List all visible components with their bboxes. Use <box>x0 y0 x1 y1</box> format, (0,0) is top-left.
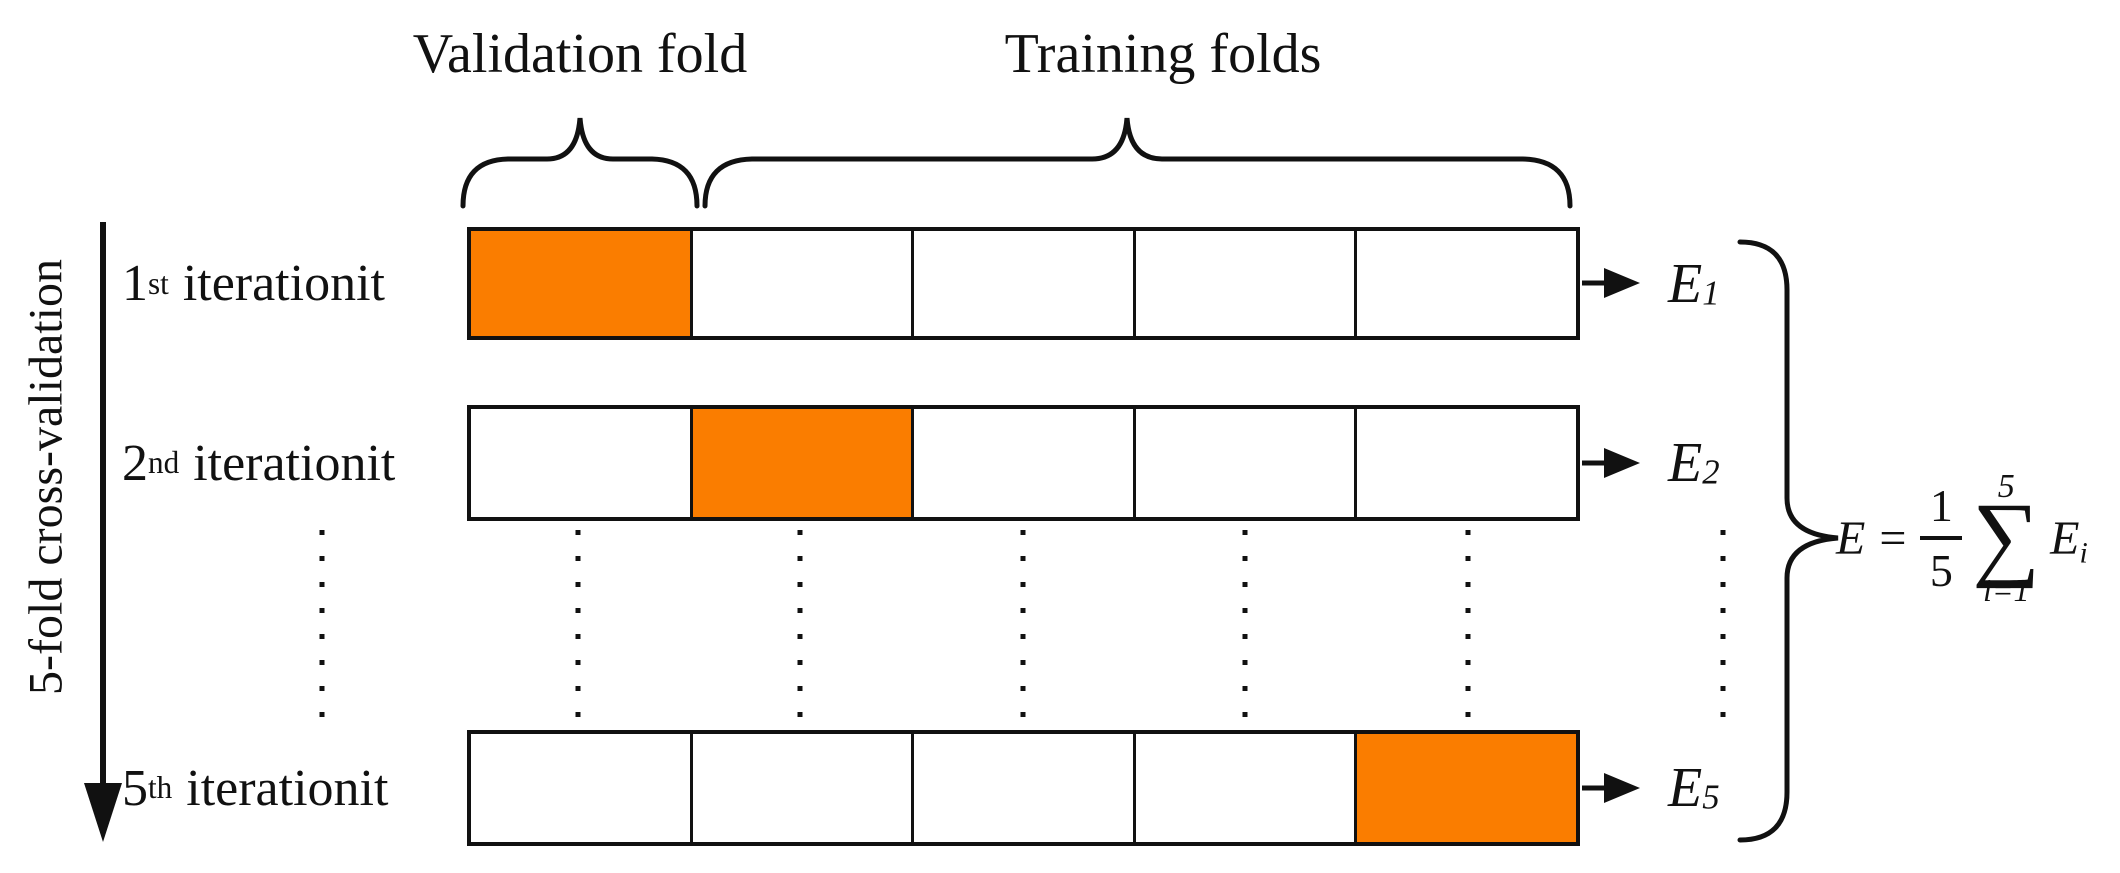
term-base: E <box>2050 511 2080 565</box>
row2-arrow-icon <box>1582 448 1640 478</box>
error-base: E <box>1668 432 1703 494</box>
row-label-text: iterationit <box>182 255 385 312</box>
error-subscript: 1 <box>1702 273 1720 313</box>
fraction-numerator: 1 <box>1929 480 1953 531</box>
training-fold-cell <box>1354 231 1576 336</box>
training-fold-cell <box>471 734 690 842</box>
row-label-text: iterationit <box>193 434 396 492</box>
formula-lhs: E <box>1836 511 1866 565</box>
error-base: E <box>1668 757 1703 819</box>
iteration-arrowhead-icon <box>84 783 122 842</box>
training-fold-cell <box>911 409 1133 517</box>
fraction-denominator: 5 <box>1929 545 1953 596</box>
row3-arrow-icon <box>1582 773 1640 803</box>
validation-fold-label: Validation fold <box>412 23 748 85</box>
training-fold-cell <box>1132 231 1355 336</box>
training-fold-cell <box>471 409 690 517</box>
training-fold-cell <box>1132 734 1355 842</box>
training-fold-cell <box>689 734 912 842</box>
row-label-text: iterationit <box>186 759 389 817</box>
validation-fold-cell <box>1354 734 1576 842</box>
training-fold-cell <box>911 231 1133 336</box>
sum-upper-limit: 5 <box>1997 468 2015 506</box>
error-subscript: 5 <box>1702 777 1720 817</box>
sum-lower-limit: i=1 <box>1983 571 2030 608</box>
equals-sign: = <box>1879 511 1907 565</box>
error-subscript: 2 <box>1702 452 1720 492</box>
average-error-formula: E = 1 5 5 ∑ i=1 Ei <box>1836 443 2088 633</box>
formula-term: Ei <box>2050 511 2088 569</box>
fold-row-5 <box>467 730 1580 846</box>
ordinal: 5 <box>122 759 148 817</box>
fold-row-2 <box>467 405 1580 521</box>
training-fold-cell <box>1132 409 1355 517</box>
training-brace-icon <box>702 117 1573 209</box>
sigma-icon: ∑ <box>1972 483 2041 590</box>
continuation-dots <box>319 530 1726 718</box>
validation-fold-cell <box>471 231 690 336</box>
row1-arrow-icon <box>1582 268 1640 298</box>
fold-row-1 <box>467 227 1580 340</box>
validation-brace-icon <box>460 117 700 209</box>
training-folds-label: Training folds <box>1004 23 1322 85</box>
training-fold-cell <box>689 231 912 336</box>
fraction: 1 5 <box>1920 479 1963 597</box>
validation-fold-cell <box>689 409 912 517</box>
result-brace-icon <box>1737 239 1839 843</box>
term-subscript: i <box>2079 535 2088 569</box>
summation: 5 ∑ i=1 <box>1972 470 2040 606</box>
training-fold-cell <box>1354 409 1576 517</box>
ordinal: 1 <box>122 255 148 312</box>
ordinal: 2 <box>122 434 148 492</box>
fraction-bar <box>1920 536 1963 540</box>
training-fold-cell <box>911 734 1133 842</box>
cross-validation-axis-label: 5-fold cross-validation <box>19 259 73 695</box>
error-base: E <box>1668 252 1703 315</box>
